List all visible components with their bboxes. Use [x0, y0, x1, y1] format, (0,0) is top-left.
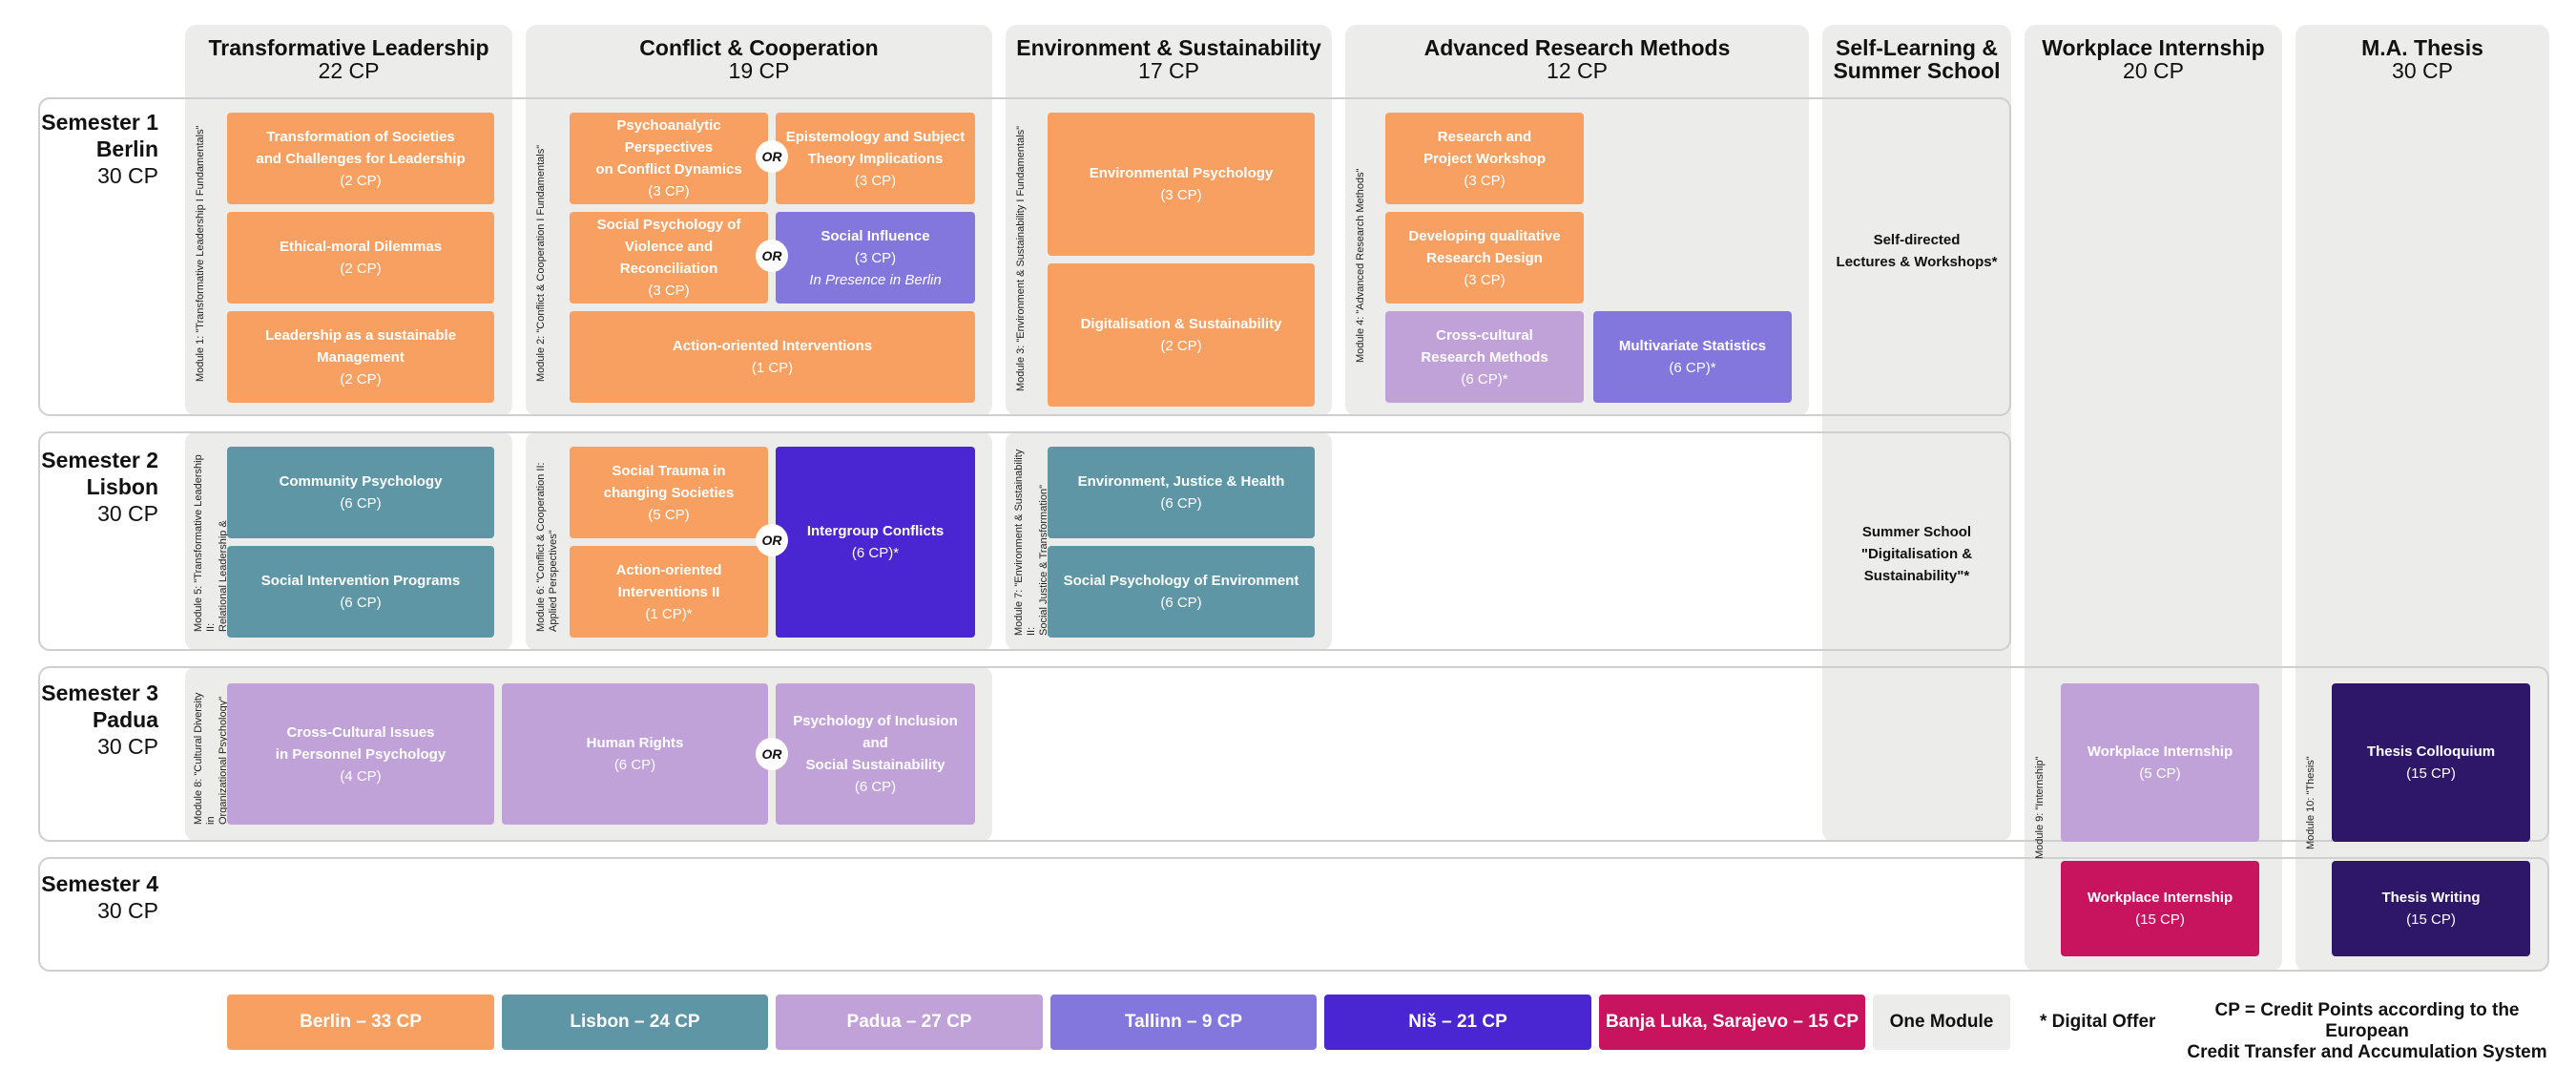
semester-row-4	[38, 857, 2549, 972]
course-thesis-colloquium[interactable]: Thesis Colloquium(15 CP)	[2332, 683, 2530, 842]
or-marker-1: OR	[756, 140, 788, 173]
or-marker-4: OR	[756, 738, 788, 770]
legend-one-module: One Module	[1873, 995, 2010, 1050]
legend-digital-offer: * Digital Offer	[2040, 1012, 2156, 1032]
module-label-2: Module 2: "Conflict & Cooperation I Fund…	[535, 144, 547, 382]
semester-label-4: Semester 4 30 CP	[41, 871, 158, 923]
course-ethical-moral-dilemmas[interactable]: Ethical-moral Dilemmas(2 CP)	[227, 212, 494, 304]
course-leadership-sustainable-management[interactable]: Leadership as a sustainable Management(2…	[227, 311, 494, 403]
module-label-9: Module 9: "Internship"	[2034, 756, 2046, 859]
module-label-6: Module 6: "Conflict & Cooperation II: Ap…	[535, 462, 559, 632]
course-action-oriented-interventions-2[interactable]: Action-oriented Interventions II(1 CP)*	[570, 546, 768, 638]
semester-row-2	[38, 431, 2011, 651]
course-environmental-psychology[interactable]: Environmental Psychology(3 CP)	[1048, 113, 1315, 256]
course-transformation-of-societies[interactable]: Transformation of Societies and Challeng…	[227, 113, 494, 204]
or-marker-3: OR	[756, 524, 788, 556]
course-social-psychology-violence[interactable]: Social Psychology of Violence and Reconc…	[570, 212, 768, 304]
course-intergroup-conflicts[interactable]: Intergroup Conflicts(6 CP)*	[776, 447, 975, 638]
course-workplace-internship-15cp[interactable]: Workplace Internship(15 CP)	[2061, 861, 2259, 956]
course-research-project-workshop[interactable]: Research and Project Workshop(3 CP)	[1385, 113, 1584, 204]
self-directed-lectures: Self-directed Lectures & Workshops*	[1836, 232, 1998, 270]
course-action-oriented-interventions[interactable]: Action-oriented Interventions(1 CP)	[570, 311, 975, 403]
legend-padua: Padua – 27 CP	[776, 995, 1043, 1050]
course-cross-cultural-research-methods[interactable]: Cross-cultural Research Methods(6 CP)*	[1385, 311, 1584, 403]
or-marker-2: OR	[756, 240, 788, 272]
module-label-3: Module 3: "Environment & Sustainability …	[1015, 125, 1027, 391]
column-header-research-methods: Advanced Research Methods 12 CP	[1423, 35, 1731, 83]
column-header-self-learning: Self-Learning & Summer School	[1833, 35, 2001, 83]
column-header-conflict: Conflict & Cooperation 19 CP	[639, 35, 879, 83]
course-psychology-of-inclusion[interactable]: Psychology of Inclusion and Social Susta…	[776, 683, 975, 825]
column-header-internship: Workplace Internship 20 CP	[2042, 35, 2265, 83]
course-epistemology-subject-theory[interactable]: Epistemology and Subject Theory Implicat…	[776, 113, 975, 204]
semester-row-3	[38, 666, 2549, 842]
course-social-psychology-environment[interactable]: Social Psychology of Environment(6 CP)	[1048, 546, 1315, 638]
semester-label-3: Semester 3 Padua 30 CP	[41, 681, 158, 759]
legend-banja-luka-sarajevo: Banja Luka, Sarajevo – 15 CP	[1599, 995, 1865, 1050]
column-header-thesis: M.A. Thesis 30 CP	[2361, 35, 2483, 83]
legend-credit-points: CP = Credit Points according to the Euro…	[2187, 1000, 2547, 1062]
legend-berlin: Berlin – 33 CP	[227, 995, 494, 1050]
column-header-environment: Environment & Sustainability 17 CP	[1016, 35, 1321, 83]
course-social-influence[interactable]: Social Influence(3 CP)In Presence in Ber…	[776, 212, 975, 304]
course-developing-qualitative-research[interactable]: Developing qualitative Research Design(3…	[1385, 212, 1584, 304]
semester-label-2: Semester 2 Lisbon 30 CP	[41, 448, 158, 526]
summer-school: Summer School "Digitalisation & Sustaina…	[1860, 524, 1973, 584]
course-thesis-writing[interactable]: Thesis Writing(15 CP)	[2332, 861, 2530, 956]
course-community-psychology[interactable]: Community Psychology(6 CP)	[227, 447, 494, 538]
module-label-10: Module 10: "Thesis"	[2305, 756, 2316, 849]
course-social-trauma[interactable]: Social Trauma in changing Societies(5 CP…	[570, 447, 768, 538]
course-human-rights[interactable]: Human Rights(6 CP)	[502, 683, 768, 825]
semester-row-1	[38, 97, 2011, 416]
course-workplace-internship-5cp[interactable]: Workplace Internship(5 CP)	[2061, 683, 2259, 842]
course-environment-justice-health[interactable]: Environment, Justice & Health(6 CP)	[1048, 447, 1315, 538]
course-psychoanalytic-perspectives[interactable]: Psychoanalytic Perspectives on Conflict …	[570, 113, 768, 204]
module-label-4: Module 4: "Advanced Research Methods"	[1355, 168, 1366, 363]
course-digitalisation-sustainability[interactable]: Digitalisation & Sustainability(2 CP)	[1048, 263, 1315, 407]
course-cross-cultural-issues[interactable]: Cross-Cultural Issues in Personnel Psych…	[227, 683, 494, 825]
semester-label-1: Semester 1 Berlin 30 CP	[41, 110, 158, 188]
legend-nis: Niš – 21 CP	[1324, 995, 1591, 1050]
legend-tallinn: Tallinn – 9 CP	[1050, 995, 1317, 1050]
column-bg-self-learning	[1822, 25, 2011, 842]
legend-lisbon: Lisbon – 24 CP	[502, 995, 768, 1050]
module-label-1: Module 1: "Transformative Leadership I F…	[195, 125, 206, 382]
module-label-8: Module 8: "Cultural Diversity in Organiz…	[193, 692, 229, 825]
course-social-intervention-programs[interactable]: Social Intervention Programs(6 CP)	[227, 546, 494, 638]
module-label-7: Module 7: "Environment & Sustainability …	[1013, 449, 1049, 636]
course-multivariate-statistics[interactable]: Multivariate Statistics(6 CP)*	[1593, 311, 1792, 403]
column-header-leadership: Transformative Leadership 22 CP	[208, 35, 489, 83]
